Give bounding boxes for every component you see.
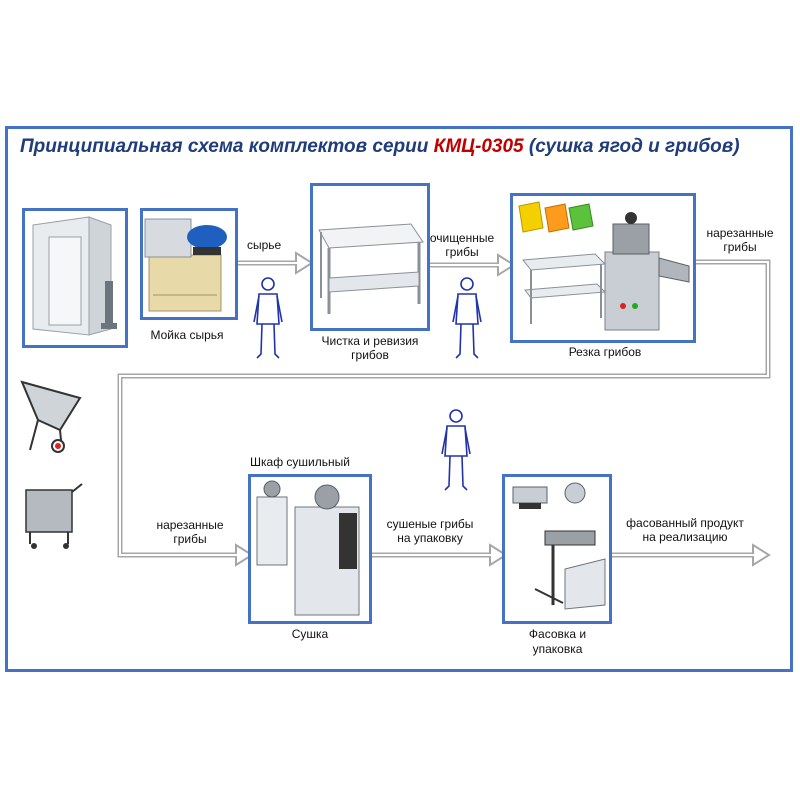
washing-machine-icon: [144, 218, 227, 312]
stage-washing-label: Мойка сырья: [150, 328, 224, 342]
flow-dried-label-2: на упаковку: [397, 531, 463, 545]
title-prefix: Принципиальная схема комплектов серии: [20, 136, 434, 157]
flow-sliced-top-label-1: нарезанные: [706, 226, 774, 240]
flow-cleaned-label-2: грибы: [445, 245, 479, 259]
stage-cabinet-label: Шкаф сушильный: [250, 455, 350, 469]
flow-packed-label-2: на реализацию: [642, 530, 728, 544]
title-suffix: (сушка ягод и грибов): [523, 136, 740, 157]
flow-packed-label-1: фасованный продукт: [626, 516, 744, 530]
packing-machine-icon: [512, 482, 606, 610]
cleaning-box: [310, 183, 430, 331]
stage-cutting-label: Резка грибов: [568, 345, 642, 359]
stage-cleaning-label-2: грибов: [351, 348, 389, 362]
cleaning-table-icon: [318, 223, 424, 314]
flow-sliced-bottom-label-1: нарезанные: [156, 518, 224, 532]
flow-raw-label: сырье: [247, 238, 282, 252]
cold-room-icon: [32, 216, 117, 336]
title-series: КМЦ-0305: [433, 136, 524, 157]
stage-cleaning-label-1: Чистка и ревизия: [321, 334, 419, 348]
flow-dried-label-1: сушеные грибы: [386, 517, 474, 531]
drying-cabinet-icon: [256, 480, 360, 616]
arrowhead-out: [752, 543, 771, 567]
diagram-frame: [5, 126, 793, 672]
cutting-box: [510, 193, 696, 343]
stage-drying-label: Сушка: [291, 627, 329, 641]
flow-cleaned-label-1: очищенные: [429, 231, 495, 245]
washing-box: [140, 208, 238, 320]
drying-box: [248, 474, 372, 624]
diagram-title: Принципиальная схема комплектов серии КМ…: [20, 136, 790, 158]
stage-packing-label-2: упаковка: [532, 642, 583, 656]
flow-sliced-top-label-2: грибы: [723, 240, 757, 254]
packing-box: [502, 474, 612, 624]
flow-sliced-bottom-label-2: грибы: [173, 532, 207, 546]
cold-room-box: [22, 208, 128, 348]
stage-packing-label-1: Фасовка и: [528, 627, 587, 641]
cutting-equipment-icon: [518, 201, 690, 331]
